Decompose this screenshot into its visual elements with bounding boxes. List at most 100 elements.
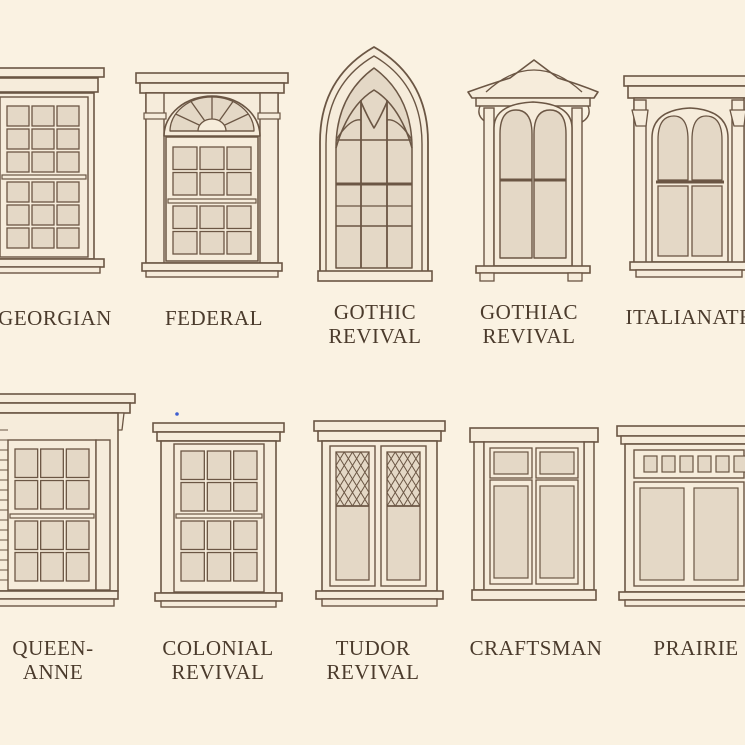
sill <box>475 265 591 274</box>
apron <box>0 598 115 607</box>
sill <box>471 589 597 601</box>
label-italianate: ITALIANATE <box>604 305 745 329</box>
right-arched-sash <box>533 109 567 259</box>
glass-pane <box>31 128 55 150</box>
arch-glass <box>335 67 413 269</box>
glass-pane <box>6 204 30 226</box>
side-trim <box>95 439 111 591</box>
left-lower-pane <box>657 185 689 257</box>
sill <box>154 592 283 602</box>
window-federal <box>135 72 289 278</box>
leaded-diamond <box>386 451 421 507</box>
glass-pane <box>233 481 258 512</box>
right-transom-glass <box>539 451 575 475</box>
frieze <box>317 430 442 442</box>
label-gothiac-revival-line-1: GOTHIAC <box>480 300 578 324</box>
window-italianate <box>623 75 745 278</box>
transom-pane <box>679 455 694 473</box>
label-craftsman-line-1: CRAFTSMAN <box>469 636 603 660</box>
glass-pane <box>56 128 80 150</box>
left-glass <box>639 487 685 581</box>
cornice <box>623 75 745 87</box>
sill <box>141 262 283 272</box>
label-gothiac-revival-line-2: REVIVAL <box>482 324 576 348</box>
cornice <box>616 425 745 437</box>
glass-pane <box>199 205 225 230</box>
cornice <box>152 422 285 433</box>
label-prairie: PRAIRIE <box>611 636 745 660</box>
right-lower-pane <box>691 185 723 257</box>
label-colonial-revival: COLONIAL REVIVAL <box>133 636 303 684</box>
cornice <box>0 393 136 404</box>
left-sill-block <box>479 272 495 282</box>
transom-pane <box>715 455 730 473</box>
label-craftsman: CRAFTSMAN <box>451 636 621 660</box>
apron <box>624 599 745 607</box>
label-italianate-line-1: ITALIANATE <box>625 305 745 329</box>
sill <box>317 270 433 282</box>
label-colonial-revival-line-1: COLONIAL <box>162 636 274 660</box>
glass-pane <box>31 227 55 249</box>
ornate-pediment <box>467 59 599 99</box>
glass-pane <box>206 481 232 512</box>
right-pilaster <box>571 107 583 269</box>
tracery-arc <box>335 89 413 149</box>
apron <box>160 600 277 608</box>
frieze <box>139 82 285 94</box>
sill <box>0 590 119 600</box>
glass-pane <box>226 146 252 171</box>
label-georgian: GEORGIAN <box>0 306 140 330</box>
glass-pane <box>6 105 30 127</box>
glass-pane <box>31 151 55 173</box>
label-tudor-revival: TUDOR REVIVAL <box>288 636 458 684</box>
meeting-rail <box>9 513 95 519</box>
leaded-diamond <box>360 492 370 507</box>
transom-pane <box>697 455 712 473</box>
apron <box>145 270 279 278</box>
cornice <box>0 67 105 78</box>
leaded-diamond <box>411 492 421 507</box>
left-upper-arch <box>657 115 689 181</box>
transom-pane <box>733 455 745 473</box>
glass-pane <box>6 181 30 203</box>
meeting-rail <box>167 198 257 204</box>
transom-pane <box>643 455 658 473</box>
glass-pane <box>40 479 64 510</box>
left-glass <box>493 485 529 579</box>
glass-pane <box>206 551 232 582</box>
leaded-diamond <box>352 478 370 507</box>
glass-pane <box>56 151 80 173</box>
leaded-diamond <box>394 465 421 507</box>
glass-pane <box>199 146 225 171</box>
left-arched-sash <box>499 109 533 259</box>
glass-pane <box>14 520 39 551</box>
glass-pane <box>56 204 80 226</box>
label-queen-anne: QUEEN- ANNE <box>0 636 138 684</box>
head-casing <box>469 427 599 443</box>
label-gothic-revival: GOTHIC REVIVAL <box>290 300 460 348</box>
label-gothiac-revival: GOTHIAC REVIVAL <box>444 300 614 348</box>
leaded-diamond <box>335 451 370 507</box>
glass-pane <box>56 181 80 203</box>
label-queen-anne-line-2: ANNE <box>22 660 84 684</box>
right-upper-arch <box>691 115 723 181</box>
glass-pane <box>226 171 252 196</box>
window-colonial-revival <box>152 422 285 608</box>
glass-pane <box>233 551 258 582</box>
glass-pane <box>172 146 198 171</box>
glass-pane <box>40 448 64 479</box>
cornice <box>313 420 446 432</box>
glass-pane <box>65 551 90 582</box>
label-federal-line-1: FEDERAL <box>165 306 263 330</box>
left-capital <box>143 112 167 120</box>
glass-pane <box>6 227 30 249</box>
label-georgian-line-1: GEORGIAN <box>0 306 112 330</box>
frieze <box>0 402 131 414</box>
frieze <box>620 435 745 445</box>
glass-pane <box>172 205 198 230</box>
glass-pane <box>6 128 30 150</box>
label-colonial-revival-line-2: REVIVAL <box>171 660 265 684</box>
apron <box>635 269 743 278</box>
label-queen-anne-line-1: QUEEN- <box>12 636 94 660</box>
glass-pane <box>14 551 39 582</box>
